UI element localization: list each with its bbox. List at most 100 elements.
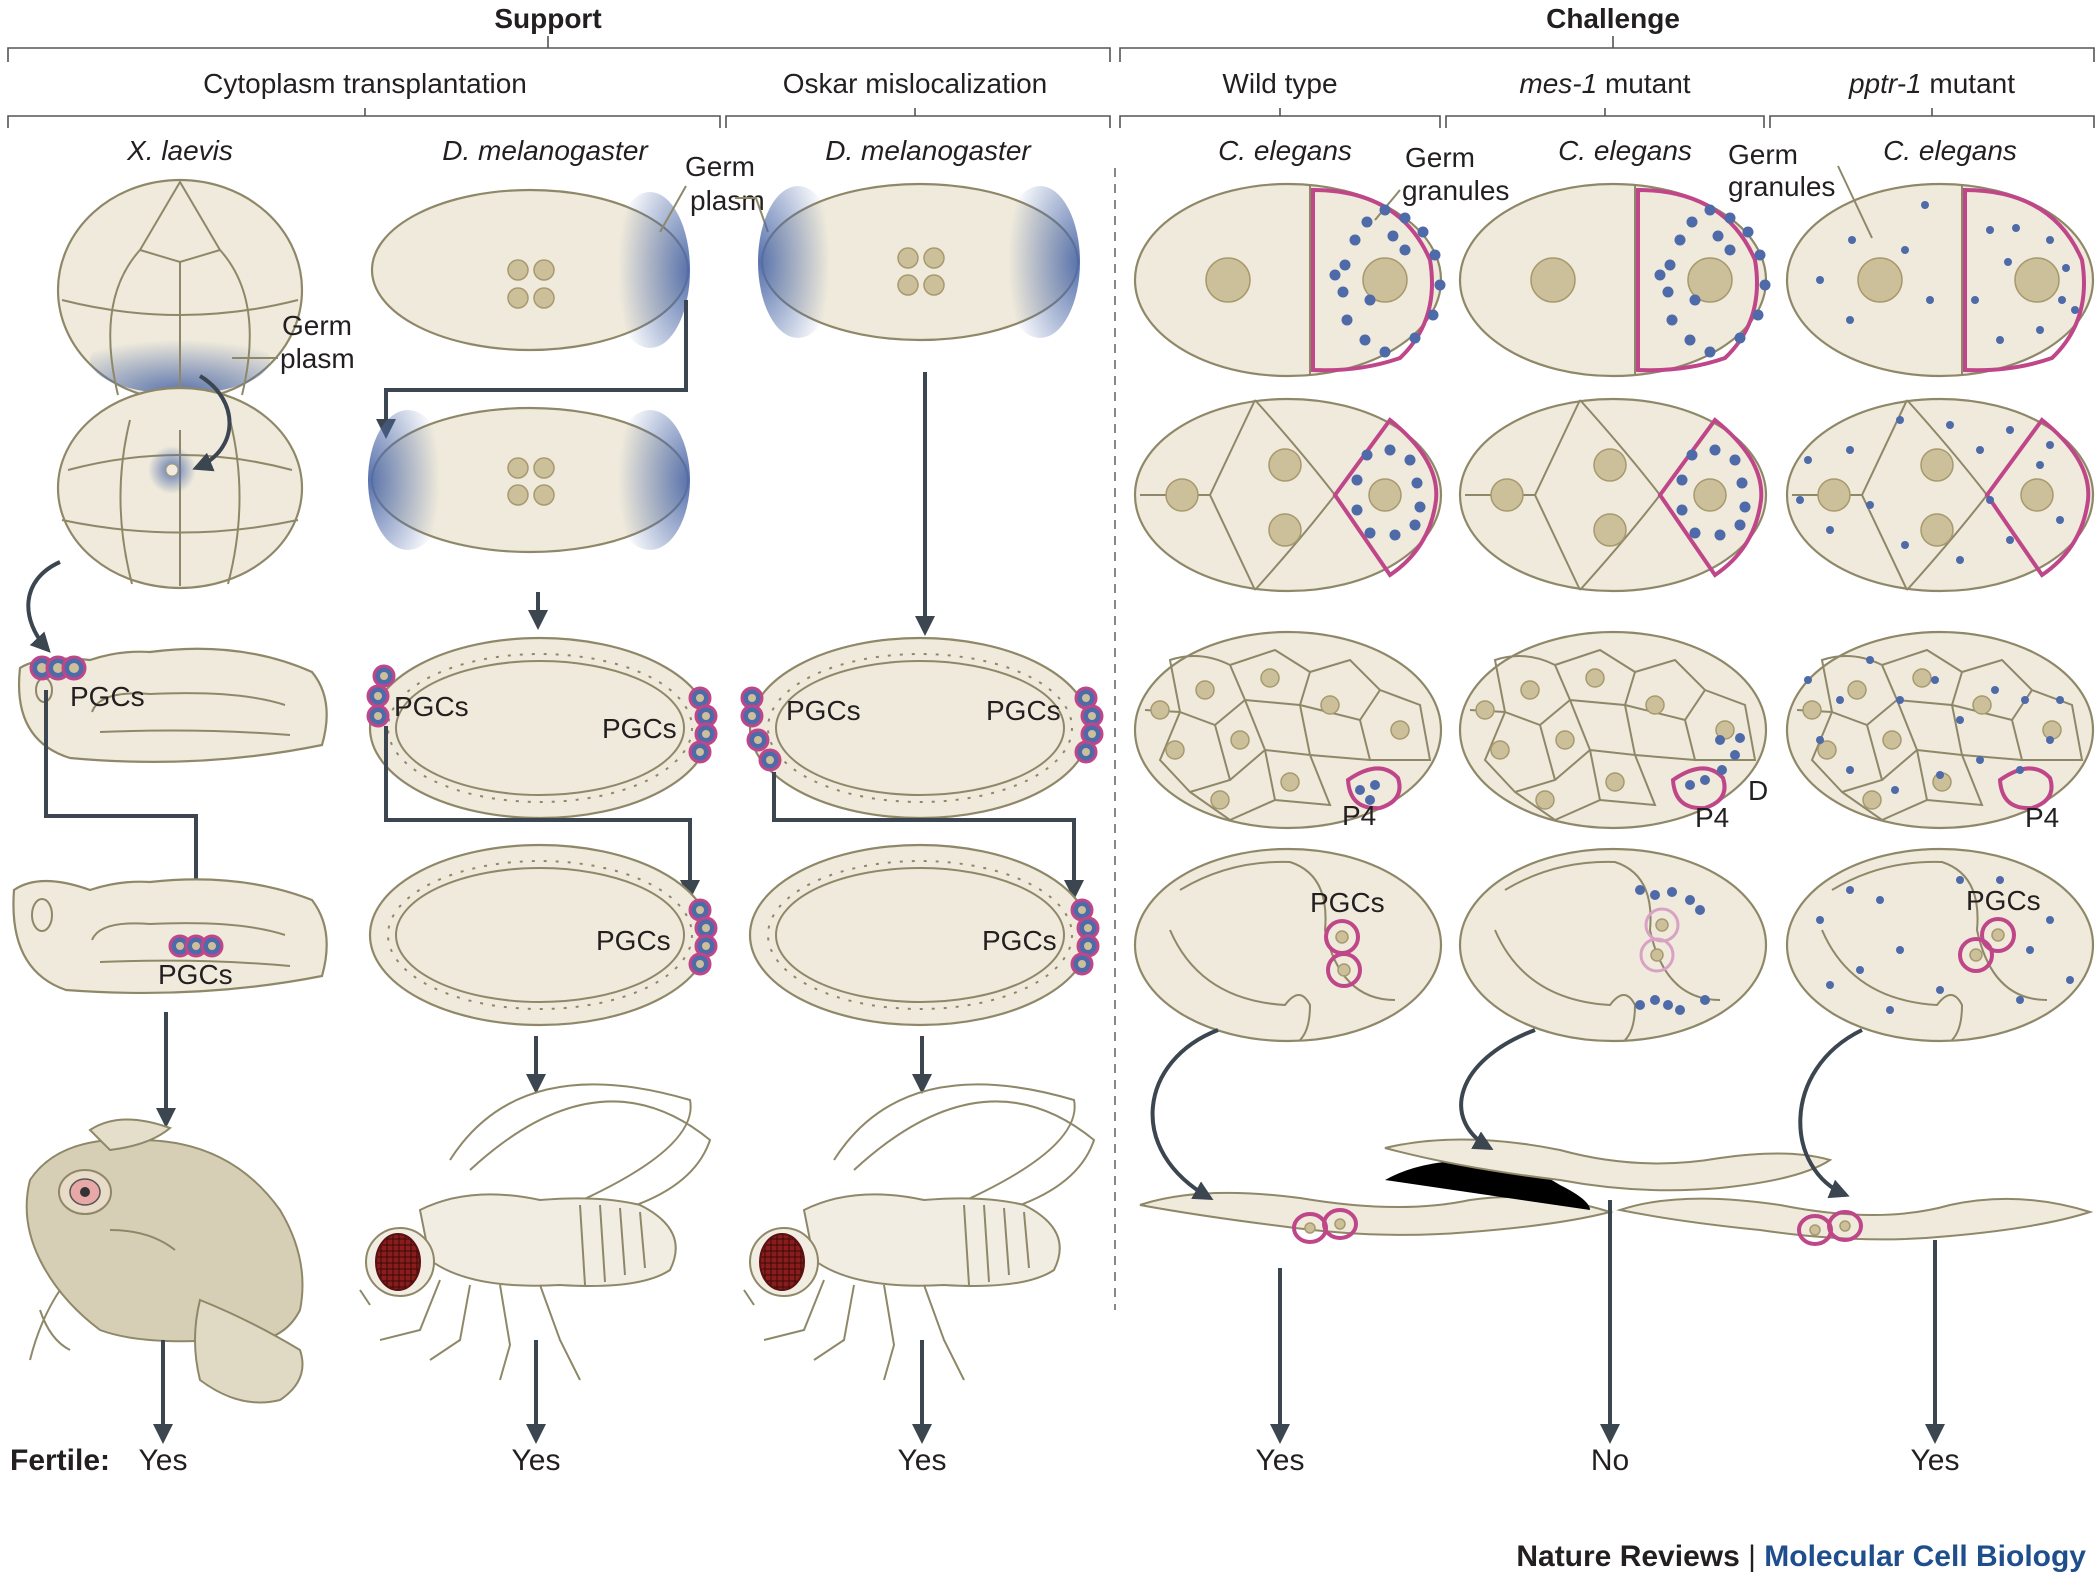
germ-granule	[1742, 226, 1754, 238]
pgcs-ce-pptr1	[1958, 917, 2016, 973]
dmel-blastoderm-2	[368, 843, 712, 1027]
pgcs-label-ce-wt: PGCs	[1310, 887, 1385, 918]
germ-granule	[1351, 474, 1363, 486]
p4-cell-mes1	[1670, 766, 1727, 811]
germ-plasm-label-d-2: plasm	[690, 185, 765, 216]
germ-granule	[1846, 446, 1854, 454]
germ-granule	[1734, 332, 1746, 344]
germ-granule	[1836, 696, 1844, 704]
germ-granule	[1341, 314, 1353, 326]
germ-granule	[1351, 504, 1363, 516]
germ-granule	[1339, 259, 1351, 271]
germ-granule	[1729, 454, 1741, 466]
germ-granule	[1650, 995, 1660, 1005]
germ-granule	[1662, 286, 1674, 298]
germ-granule	[2012, 224, 2020, 232]
species-label-celegans-mes1: C. elegans	[1558, 135, 1692, 166]
germ-granules-label-mes1-2: granules	[1728, 171, 1835, 202]
d-label-mes1: D	[1748, 775, 1768, 806]
germ-granule	[1991, 686, 1999, 694]
germ-granule	[1730, 750, 1740, 760]
germ-granule	[1796, 496, 1804, 504]
germ-granule	[1414, 501, 1426, 513]
species-label-dmel-2: D. melanogaster	[825, 135, 1032, 166]
germ-granule	[1379, 204, 1391, 216]
germ-granule	[1848, 236, 1856, 244]
germ-granule	[1384, 444, 1396, 456]
arrow-dm-1	[376, 300, 688, 439]
germ-granule	[1664, 259, 1676, 271]
xlaevis-egg-stage-1	[56, 178, 304, 402]
support-heading: Support	[494, 3, 601, 34]
germ-granule	[2066, 976, 2074, 984]
fertile-value-celegans-mes1: No	[1591, 1444, 1629, 1477]
ce-2cell-mes1	[1458, 182, 1768, 378]
germ-granule	[1365, 795, 1375, 805]
pgcs-ce-mes1	[1639, 907, 1680, 973]
ce-comma-mes1	[1458, 847, 1768, 1043]
germ-granule	[2046, 916, 2054, 924]
germ-granule	[1675, 1005, 1685, 1015]
pgcs-label-os-1b: PGCs	[986, 695, 1061, 726]
arrow-ce-pptr1-1	[1798, 1028, 1863, 1199]
ce-comma-pptr1	[1785, 847, 2095, 1043]
germ-granule	[1816, 916, 1824, 924]
germ-granule	[1931, 676, 1939, 684]
germ-granule	[1404, 454, 1416, 466]
germ-granule	[1804, 456, 1812, 464]
fly-icon	[359, 1083, 712, 1381]
arrow-dm-3	[384, 726, 700, 900]
germ-granule	[1704, 346, 1716, 358]
ce-4cell-pptr1	[1785, 397, 2095, 593]
germ-granule	[1635, 885, 1645, 895]
germ-granule	[1826, 526, 1834, 534]
species-label-celegans-wt: C. elegans	[1218, 135, 1352, 166]
germ-granule	[1946, 421, 1954, 429]
germ-granule	[1434, 279, 1446, 291]
arrow-xl-2	[26, 560, 61, 653]
germ-granule	[1686, 216, 1698, 228]
germ-granule	[1399, 212, 1411, 224]
arrow-xl-1	[192, 374, 232, 472]
germ-granule	[1409, 332, 1421, 344]
germ-granule	[1709, 444, 1721, 456]
ce-4cell-wt	[1133, 397, 1443, 593]
germ-granule	[2036, 461, 2044, 469]
germ-granule	[1364, 527, 1376, 539]
germ-granule	[1976, 446, 1984, 454]
pgcs-label-dm-1a: PGCs	[394, 691, 469, 722]
germ-granule	[2016, 996, 2024, 1004]
germ-granule	[1685, 895, 1695, 905]
xlaevis-tadpole-1	[18, 647, 328, 763]
germ-granule	[1359, 334, 1371, 346]
xlaevis-tadpole-2	[12, 878, 328, 995]
fertile-label: Fertile:	[10, 1444, 110, 1477]
dmel-embryo-1	[370, 188, 690, 352]
germ-granule	[2062, 264, 2070, 272]
germ-granule	[1971, 296, 1979, 304]
pgcs-dm-2	[688, 898, 718, 976]
xlaevis-egg-stage-2	[56, 386, 304, 590]
subheader-pptr1-mutant: pptr-1 mutant	[1848, 68, 2015, 99]
arrow-xl-3	[44, 690, 206, 932]
germ-granule	[1891, 786, 1899, 794]
pgcs-label-ce-pptr1: PGCs	[1966, 885, 2041, 916]
germ-granule	[1355, 785, 1365, 795]
germ-granule	[1754, 249, 1766, 261]
germ-granule	[1666, 314, 1678, 326]
germ-granule	[1663, 1000, 1673, 1010]
germ-granule	[1876, 896, 1884, 904]
arrow-ce-wt-1	[1150, 1028, 1219, 1200]
germ-granule	[1866, 501, 1874, 509]
germ-granule	[2056, 516, 2064, 524]
fertile-value-celegans-pptr1: Yes	[1911, 1444, 1960, 1477]
dmel-oskar-blastoderm-1	[748, 636, 1092, 820]
germ-granule	[1856, 966, 1864, 974]
pgcs-os-1	[740, 686, 1104, 772]
germ-granule	[1417, 226, 1429, 238]
germ-granule	[1734, 519, 1746, 531]
pgcs-label-os-1a: PGCs	[786, 695, 861, 726]
germ-granule	[1921, 201, 1929, 209]
germ-granule	[1650, 890, 1660, 900]
